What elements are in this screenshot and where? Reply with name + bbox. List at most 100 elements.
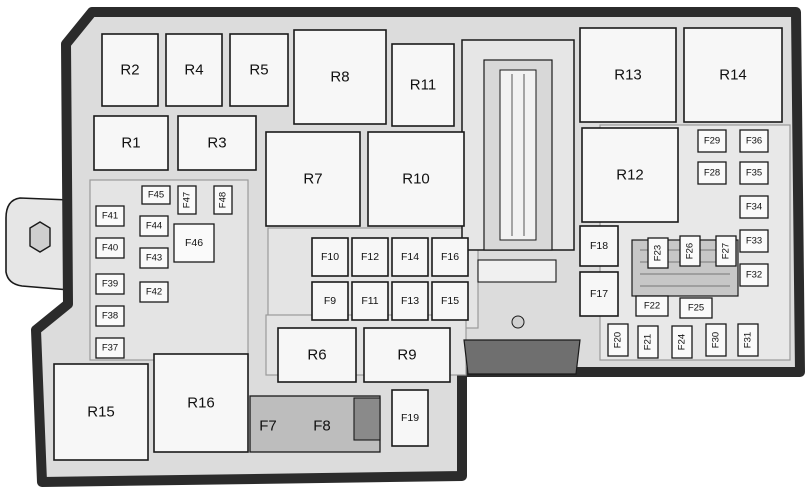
relay-r15: R15 [53, 363, 149, 461]
fuse-f43: F43 [139, 247, 169, 269]
fuse-label: F45 [148, 190, 164, 201]
fuse-label: F16 [441, 251, 459, 263]
relay-r13: R13 [579, 27, 677, 123]
bolt-icon [29, 221, 51, 253]
fuse-f44: F44 [139, 215, 169, 237]
relay-r16: R16 [153, 353, 249, 453]
fuse-f29: F29 [697, 129, 727, 153]
relay-r4: R4 [165, 33, 223, 107]
fuse-label: F23 [653, 245, 664, 261]
fuse-f19: F19 [391, 389, 429, 447]
fuse-f33: F33 [739, 229, 769, 253]
fuse-f14: F14 [391, 237, 429, 277]
fuse-f28: F28 [697, 161, 727, 185]
fuse-f42: F42 [139, 281, 169, 303]
fuse-label: F37 [102, 343, 118, 354]
fuse-f24: F24 [671, 325, 693, 359]
fuse-label: F41 [102, 211, 118, 222]
relay-label: R9 [397, 347, 416, 364]
fuse-f10: F10 [311, 237, 349, 277]
fuse-f23: F23 [647, 237, 669, 269]
fuse-label: F33 [746, 236, 762, 247]
fuse-f47: F47 [177, 185, 197, 215]
fuse-f26: F26 [679, 235, 701, 267]
fuse-label: F20 [613, 332, 624, 348]
relay-label: R13 [614, 67, 642, 84]
relay-label: R14 [719, 67, 747, 84]
fuse-label: F43 [146, 253, 162, 264]
relay-label: R6 [307, 347, 326, 364]
relay-r14: R14 [683, 27, 783, 123]
fuse-f11: F11 [351, 281, 389, 321]
relay-r3: R3 [177, 115, 257, 171]
fuse-label: F40 [102, 243, 118, 254]
fuse-label: F10 [321, 251, 339, 263]
fuse-label: F13 [401, 295, 419, 307]
mounting-bracket [5, 197, 71, 291]
fuse-f37: F37 [95, 337, 125, 359]
fuse-label: F46 [185, 237, 203, 249]
fuse-label: F15 [441, 295, 459, 307]
fuse-f32: F32 [739, 263, 769, 287]
fuse-f22: F22 [635, 295, 669, 317]
fuse-label: F25 [688, 303, 704, 314]
relay-r2: R2 [101, 33, 159, 107]
relay-label: R8 [330, 69, 349, 86]
relay-label: R16 [187, 395, 215, 412]
fuse-f9: F9 [311, 281, 349, 321]
fuse-label: F44 [146, 221, 162, 232]
relay-r10: R10 [367, 131, 465, 227]
fuse-f20: F20 [607, 323, 629, 357]
fuse-label: F28 [704, 168, 720, 179]
fuse-f31: F31 [737, 323, 759, 357]
relay-r9: R9 [363, 327, 451, 383]
fuse-f13: F13 [391, 281, 429, 321]
relay-r5: R5 [229, 33, 289, 107]
fuse-label: F42 [146, 287, 162, 298]
relay-label: R4 [184, 62, 203, 79]
relay-label: R3 [207, 135, 226, 152]
fuse-f30: F30 [705, 323, 727, 357]
fuse-label: F17 [590, 288, 608, 300]
fuse-label: F24 [677, 334, 688, 350]
fuse-label: F26 [685, 243, 696, 259]
relay-label: R11 [410, 77, 436, 94]
fuse-label: F11 [361, 295, 378, 307]
relay-label: R15 [87, 404, 115, 421]
fuse-f7-label: F7 [259, 418, 277, 435]
central-connector [461, 39, 575, 283]
relay-r1: R1 [93, 115, 169, 171]
fuse-f34: F34 [739, 195, 769, 219]
fuse-label: F14 [401, 251, 419, 263]
fuse-f46: F46 [173, 223, 215, 263]
fuse-label: F21 [643, 334, 654, 350]
fuse-f40: F40 [95, 237, 125, 259]
fuse-label: F27 [721, 243, 732, 259]
relay-r8: R8 [293, 29, 387, 125]
relay-r6: R6 [277, 327, 357, 383]
fuse-label: F18 [590, 240, 608, 252]
fuse-f39: F39 [95, 273, 125, 295]
relay-label: R5 [249, 62, 268, 79]
fuse-label: F38 [102, 311, 118, 322]
fuse-label: F34 [746, 202, 762, 213]
fuse-label: F35 [746, 168, 762, 179]
relay-label: R12 [616, 167, 644, 184]
fuse-label: F32 [746, 270, 762, 281]
fuse-f36: F36 [739, 129, 769, 153]
fuse-label: F31 [743, 332, 754, 348]
fuse-f41: F41 [95, 205, 125, 227]
relay-r11: R11 [391, 43, 455, 127]
fuse-label: F30 [711, 332, 722, 348]
fuse-f35: F35 [739, 161, 769, 185]
relay-label: R2 [120, 62, 139, 79]
fuse-f18: F18 [579, 225, 619, 267]
fuse-label: F22 [644, 301, 660, 312]
fuse-f27: F27 [715, 235, 737, 267]
relay-label: R1 [121, 135, 140, 152]
fuse-label: F12 [361, 251, 379, 263]
fuse-f25: F25 [679, 297, 713, 319]
relay-label: R10 [402, 171, 430, 188]
relay-label: R7 [303, 171, 322, 188]
